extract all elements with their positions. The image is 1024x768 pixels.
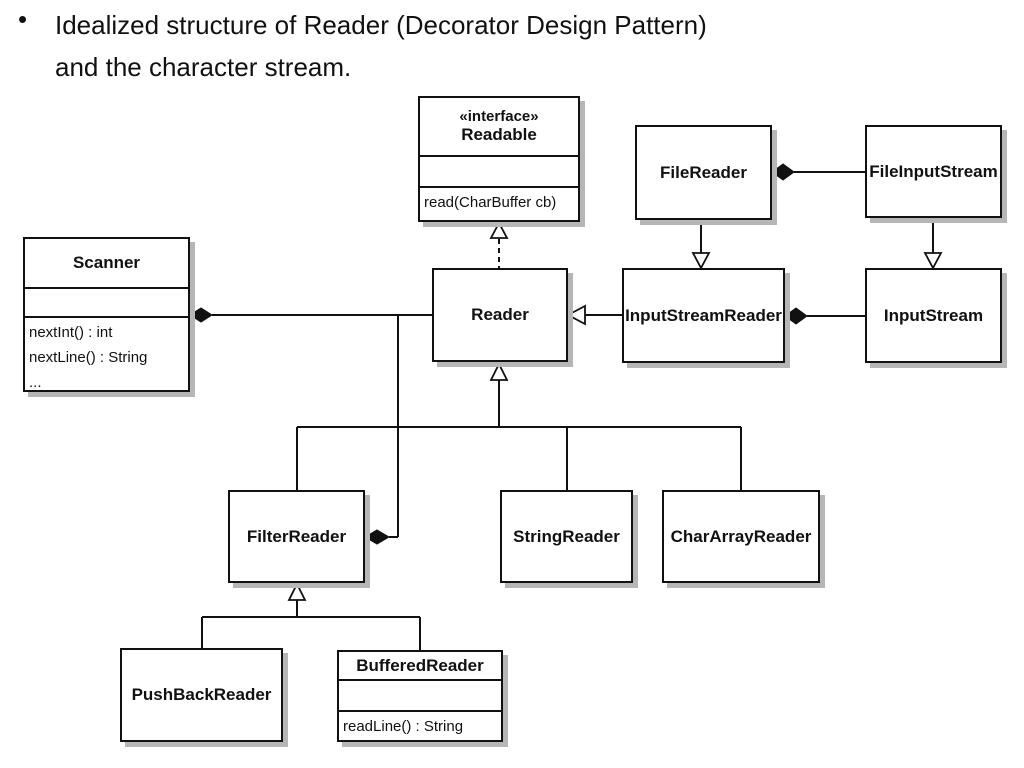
slide-title: Idealized structure of Reader (Decorator…	[55, 4, 815, 88]
class-name-scanner: Scanner	[72, 253, 141, 272]
class-name-stringreader: StringReader	[513, 526, 620, 546]
class-name-pushbackreader: PushBackReader	[131, 685, 272, 704]
composition-diamond-icon-isr	[784, 307, 808, 325]
class-name-inputstreamreader: InputStreamReader	[625, 305, 782, 325]
class-name-inputstream: InputStream	[883, 305, 984, 325]
method-scanner-ellipsis: ...	[29, 374, 42, 390]
uml-class-filterreader: FilterReader	[228, 490, 365, 583]
attributes-compartment	[339, 679, 501, 710]
uml-class-stringreader: StringReader	[500, 490, 633, 583]
method-scanner-nextline: nextLine() : String	[29, 349, 148, 366]
class-name-readable: Readable	[461, 125, 537, 144]
class-name-reader: Reader	[471, 305, 529, 324]
uml-class-filereader: FileReader	[635, 125, 772, 220]
uml-class-chararrayreader: CharArrayReader	[662, 490, 820, 583]
hollow-triangle-icon-reader-bottom	[489, 361, 509, 381]
uml-class-pushbackreader: PushBackReader	[120, 648, 283, 742]
uml-class-scanner: Scanner nextInt() : int nextLine() : Str…	[23, 237, 190, 392]
class-name-fileinputstream: FileInputStream	[869, 161, 998, 181]
uml-class-fileinputstream: FileInputStream	[865, 125, 1002, 218]
method-scanner-nextint: nextInt() : int	[29, 324, 113, 341]
composition-diamond-icon-filterreader	[364, 529, 390, 545]
attributes-compartment	[420, 155, 578, 186]
slide-title-line2: and the character stream.	[55, 52, 352, 82]
class-name-filereader: FileReader	[660, 162, 747, 182]
composition-diamond-icon-scanner	[189, 307, 213, 323]
slide-title-line1: Idealized structure of Reader (Decorator…	[55, 10, 707, 40]
hollow-triangle-icon-readable	[489, 221, 509, 239]
uml-class-reader: Reader	[432, 268, 568, 362]
uml-class-bufferedreader: BufferedReader readLine() : String	[337, 650, 503, 742]
uml-class-inputstreamreader: InputStreamReader	[622, 268, 785, 363]
composition-diamond-icon-filereader	[771, 163, 795, 181]
bullet-point: •	[18, 4, 28, 34]
hollow-triangle-icon-filterreader-bottom	[287, 581, 307, 601]
method-bufferedreader-readline: readLine() : String	[343, 718, 464, 735]
class-name-bufferedreader: BufferedReader	[356, 655, 484, 675]
hollow-triangle-icon-isr-top	[691, 252, 711, 270]
uml-class-inputstream: InputStream	[865, 268, 1002, 363]
hollow-triangle-icon-inputstream-top	[923, 252, 943, 270]
stereotype-label: «interface»	[459, 108, 539, 125]
hollow-triangle-icon-reader-right	[566, 304, 586, 326]
class-name-filterreader: FilterReader	[246, 526, 347, 546]
attributes-compartment	[25, 287, 188, 316]
class-name-chararrayreader: CharArrayReader	[670, 526, 812, 546]
uml-class-readable: «interface» Readable read(CharBuffer cb)	[418, 96, 580, 222]
method-readable-read: read(CharBuffer cb)	[424, 194, 557, 211]
